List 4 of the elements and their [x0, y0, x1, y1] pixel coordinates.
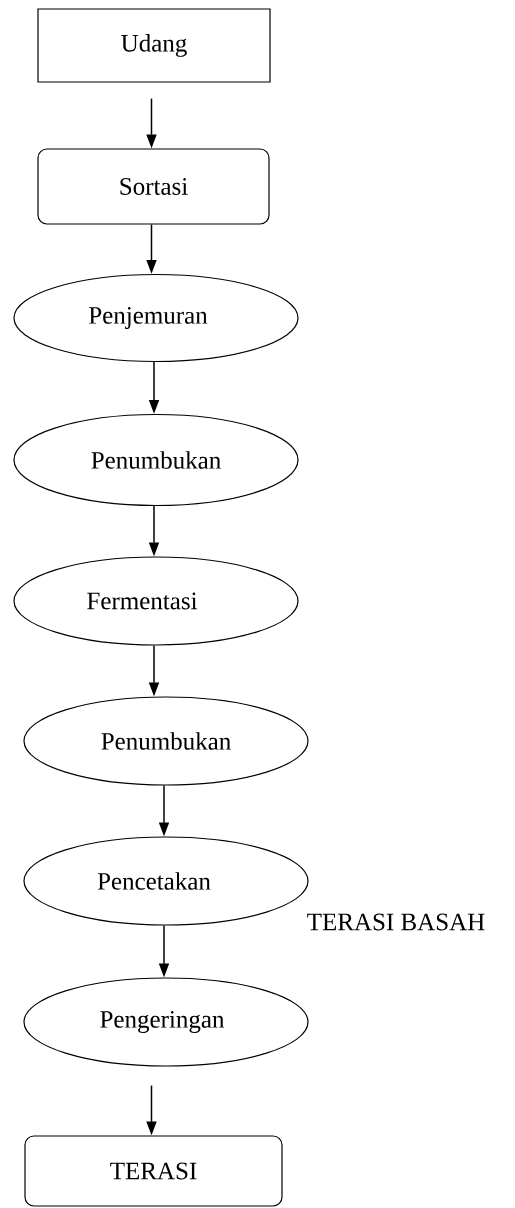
process-box: Udang	[37, 8, 271, 83]
stage-label: TERASI BASAH	[307, 913, 485, 931]
process-box: TERASI	[24, 1135, 283, 1207]
process-box: Sortasi	[37, 148, 270, 225]
